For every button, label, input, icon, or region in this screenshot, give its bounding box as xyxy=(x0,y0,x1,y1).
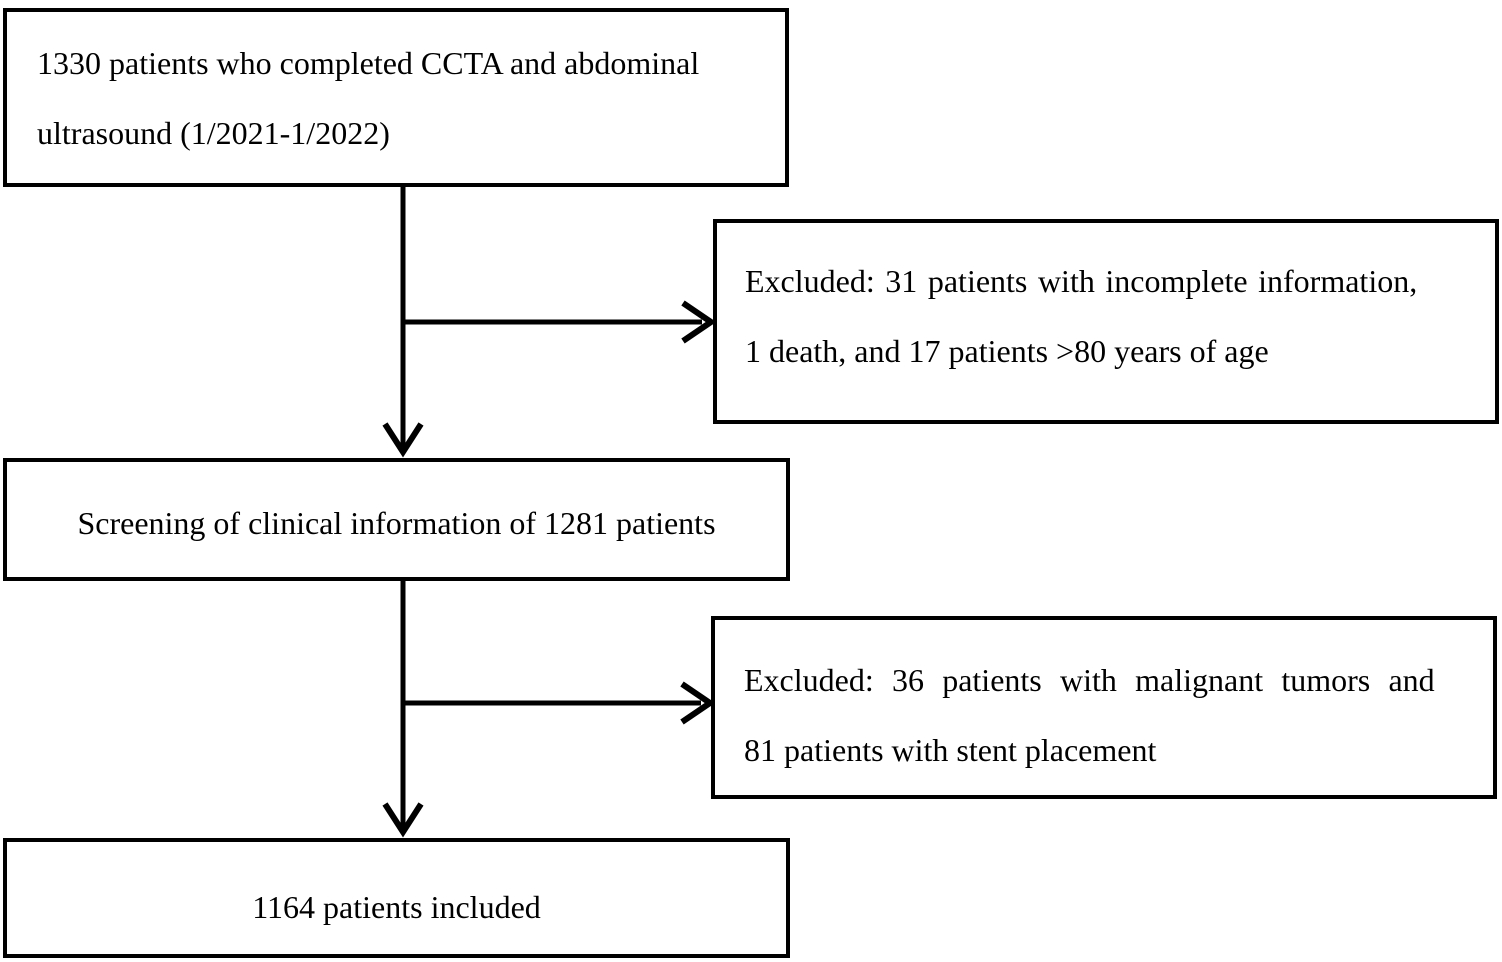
arrowhead-right-icon xyxy=(681,300,717,344)
arrowhead-right-icon xyxy=(680,681,716,725)
node-text-line: ultrasound (1/2021-1/2022) xyxy=(37,115,390,151)
node-excluded-first: Excluded: 31 patients with incomplete in… xyxy=(713,219,1499,424)
node-included-patients: 1164 patients included xyxy=(3,838,790,958)
node-text-line: Excluded: 31 patients with incomplete in… xyxy=(745,263,1418,299)
node-screening: Screening of clinical information of 128… xyxy=(3,458,790,581)
node-text-line: Excluded: 36 patients with malignant tum… xyxy=(744,662,1435,698)
arrowhead-down-icon xyxy=(382,422,424,458)
arrowhead-down-icon xyxy=(382,802,424,838)
node-text-line: 1164 patients included xyxy=(252,889,541,925)
node-excluded-second: Excluded: 36 patients with malignant tum… xyxy=(711,616,1497,799)
node-text-line: 1330 patients who completed CCTA and abd… xyxy=(37,45,700,81)
node-text-line: 1 death, and 17 patients >80 years of ag… xyxy=(745,333,1269,369)
node-text-line: 81 patients with stent placement xyxy=(744,732,1157,768)
node-enrolled-patients: 1330 patients who completed CCTA and abd… xyxy=(3,8,789,187)
node-text-line: Screening of clinical information of 128… xyxy=(77,505,716,541)
